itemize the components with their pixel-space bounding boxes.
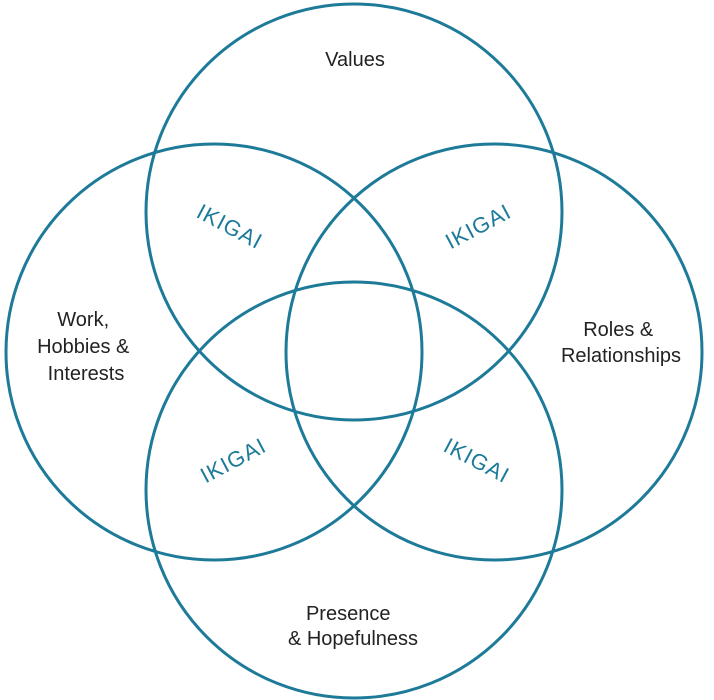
- label-presence: Presence & Hopefulness: [288, 603, 418, 650]
- circle-work: [4, 142, 424, 562]
- ikigai-label-bottom-left: IKIGAI: [196, 433, 270, 488]
- ikigai-label-bottom-right: IKIGAI: [440, 433, 514, 488]
- label-roles: Roles & Relationships: [561, 319, 681, 367]
- label-values: Values: [325, 49, 385, 71]
- ikigai-label-top-left: IKIGAI: [193, 199, 267, 254]
- circle-roles: [284, 142, 704, 562]
- circle-presence: [144, 280, 564, 700]
- label-work: Work, Hobbies & Interests: [37, 309, 135, 385]
- circle-values: [144, 2, 564, 422]
- ikigai-label-top-right: IKIGAI: [441, 199, 515, 254]
